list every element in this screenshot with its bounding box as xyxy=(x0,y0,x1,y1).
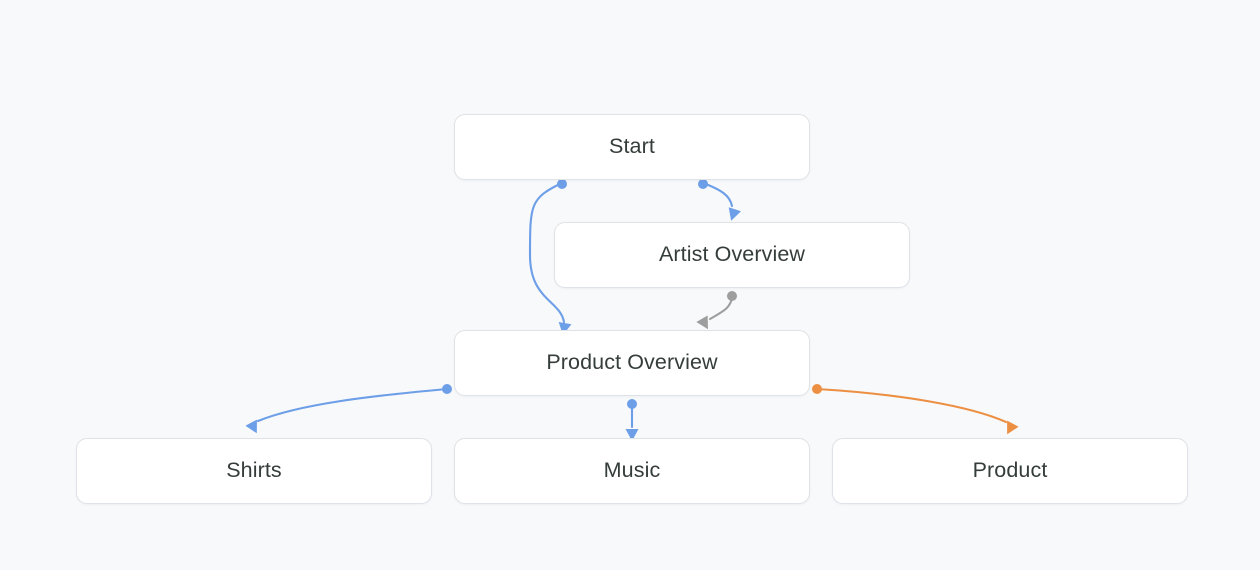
edge-source-dot-product-overview-to-music xyxy=(627,399,637,409)
edge-artist-overview-to-product-overview xyxy=(708,295,734,321)
node-label: Product xyxy=(972,458,1048,483)
edges-group xyxy=(245,179,1019,441)
edge-product-overview-to-product xyxy=(815,387,1008,424)
node-product[interactable]: Product xyxy=(832,438,1188,504)
node-shirts[interactable]: Shirts xyxy=(76,438,432,504)
node-label: Product Overview xyxy=(546,350,718,375)
node-artist-overview[interactable]: Artist Overview xyxy=(554,222,910,288)
node-label: Music xyxy=(603,458,661,483)
edge-start-to-artist-overview xyxy=(701,181,734,208)
edge-source-dot-artist-overview-to-product-overview xyxy=(727,291,737,301)
node-label: Shirts xyxy=(226,458,282,483)
node-product-overview[interactable]: Product Overview xyxy=(454,330,810,396)
node-label: Start xyxy=(609,134,655,159)
edge-source-dot-product-overview-to-product xyxy=(812,384,822,394)
edge-arrowhead-product-overview-to-product xyxy=(1007,420,1019,435)
edge-source-dot-start-to-product-overview xyxy=(557,179,567,189)
edge-arrowhead-start-to-artist-overview xyxy=(728,207,742,221)
edge-arrowhead-product-overview-to-shirts xyxy=(245,419,257,434)
edge-product-overview-to-shirts xyxy=(256,387,449,423)
node-start[interactable]: Start xyxy=(454,114,810,180)
edge-source-dot-product-overview-to-shirts xyxy=(442,384,452,394)
node-label: Artist Overview xyxy=(658,242,806,267)
edge-source-dot-start-to-artist-overview xyxy=(698,179,708,189)
node-music[interactable]: Music xyxy=(454,438,810,504)
